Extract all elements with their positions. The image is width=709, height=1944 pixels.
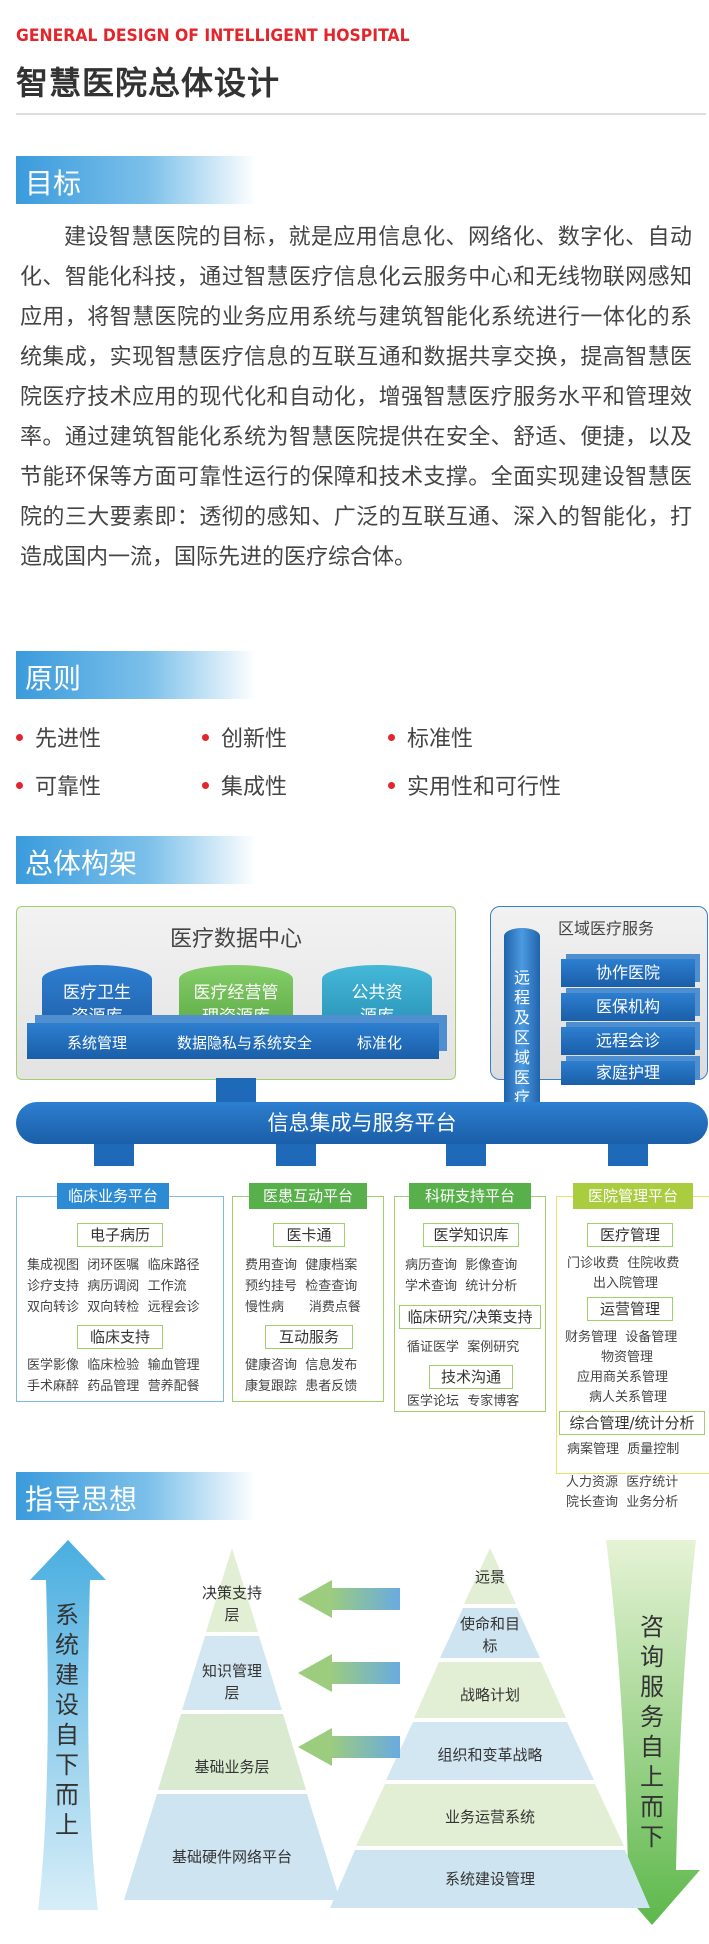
bullet-dot-icon [202,733,209,741]
connector [446,1144,486,1166]
section-architecture-title: 总体构架 [25,847,138,880]
left-level-label: 知识管理层 [201,1662,262,1702]
link-arrow-icon [298,1580,400,1618]
platform-hospital-management: 医院管理平台 医疗管理 门诊收费 住院收费 出入院管理 运营管理 财务管理 设备… [556,1183,709,1474]
tech-communication-subtitle: 技术沟通 [429,1365,513,1389]
regional-item: 医保机构 [561,993,695,1021]
platform-research-title: 科研支持平台 [409,1183,531,1209]
medical-card-subtitle: 医卡通 [273,1223,345,1247]
top-down-label: 咨询服务自上而下 [640,1613,664,1851]
connector [216,1078,256,1104]
page-title: 智慧医院总体设计 [16,64,281,102]
section-architecture-heading: 总体构架 [16,836,256,884]
right-level-label: 远景 [474,1568,505,1586]
right-level-label: 业务运营系统 [444,1808,535,1826]
principle-item: 创新性 [202,721,287,753]
pillar-label: 远程及区域医疗 [513,968,530,1107]
section-goal-heading: 目标 [16,156,256,204]
principle-item: 可靠性 [16,769,101,801]
section-principle-title: 原则 [25,662,82,695]
connector [608,1144,648,1166]
knowledge-base-subtitle: 医学知识库 [423,1223,519,1247]
bottom-up-label: 系统建设自下而上 [55,1601,79,1839]
interactive-service-subtitle: 互动服务 [265,1325,353,1349]
header-divider [16,113,706,115]
bar-standardization: 标准化 [357,1034,403,1052]
platform-patient-title: 医患互动平台 [249,1183,367,1209]
left-level-label: 决策支持层 [201,1584,262,1624]
bullet-dot-icon [388,733,395,741]
remote-regional-pillar: 远程及区域医疗 [504,928,540,1118]
bullet-dot-icon [388,781,395,789]
left-level-label: 基础硬件网络平台 [171,1848,292,1866]
platform-research: 科研支持平台 医学知识库 病历查询 影像查询 学术查询 统计分析 临床研究/决策… [394,1183,546,1412]
connector [276,1144,316,1166]
bullet-dot-icon [16,733,23,741]
right-level-label: 战略计划 [459,1686,520,1704]
principle-item: 先进性 [16,721,101,753]
regional-title: 区域医疗服务 [557,919,654,938]
bottom-up-arrow-icon [30,1540,106,1910]
bullet-dot-icon [202,781,209,789]
clinical-support-subtitle: 临床支持 [77,1325,163,1349]
data-center-base-bar: 系统管理 数据隐私与系统安全 标准化 [27,1023,439,1059]
regional-item: 家庭护理 [561,1061,695,1085]
regional-item: 远程会诊 [561,1027,695,1055]
top-down-arrow-icon [604,1540,700,1925]
platform-management-title: 医院管理平台 [573,1183,693,1209]
platform-clinical-title: 临床业务平台 [57,1183,169,1209]
link-arrow-icon [298,1654,400,1692]
emr-subtitle: 电子病历 [77,1223,163,1247]
left-level-label: 基础业务层 [194,1758,270,1776]
goal-paragraph: 建设智慧医院的目标，就是应用信息化、网络化、数字化、自动化、智能化科技，通过智慧… [20,225,692,570]
medical-management-subtitle: 医疗管理 [587,1223,673,1247]
clinical-research-subtitle: 临床研究/决策支持 [399,1305,541,1329]
header-english-title: GENERAL DESIGN OF INTELLIGENT HOSPITAL [16,26,410,46]
bar-system-management: 系统管理 [67,1034,128,1052]
section-guide-title: 指导思想 [25,1483,138,1516]
operation-management-subtitle: 运营管理 [587,1297,673,1321]
regional-medical-services: 区域医疗服务 协作医院 医保机构 远程会诊 家庭护理 [490,906,708,1085]
principle-item: 实用性和可行性 [388,769,561,801]
comprehensive-management-subtitle: 综合管理/统计分析 [559,1411,705,1435]
connector [94,1144,134,1166]
regional-item: 协作医院 [561,959,695,987]
medical-data-center: 医疗数据中心 医疗卫生资源库 医疗经营管理资源库 公共资源库 系统管理 数据隐私… [16,906,456,1080]
data-center-title: 医疗数据中心 [169,927,302,952]
platform-patient-interaction: 医患互动平台 医卡通 费用查询 健康档案 预约挂号 检查查询 慢性病 消费点餐 … [232,1183,384,1402]
right-level-label: 使命和目标 [459,1615,520,1655]
bullet-dot-icon [16,781,23,789]
platform-clinical: 临床业务平台 电子病历 集成视图 闭环医嘱 临床路径 诊疗支持 病历调阅 工作流… [16,1183,224,1402]
principle-item: 集成性 [202,769,287,801]
link-arrow-icon [298,1728,400,1766]
section-goal-title: 目标 [25,167,82,200]
right-level-label: 系统建设管理 [444,1870,535,1888]
section-principle-heading: 原则 [16,651,256,699]
bar-privacy-security: 数据隐私与系统安全 [177,1034,313,1052]
principle-item: 标准性 [388,721,473,753]
guide-diagram [30,1540,700,1925]
right-level-label: 组织和变革战略 [437,1746,543,1764]
info-integration-platform: 信息集成与服务平台 [16,1102,708,1144]
section-guide-heading: 指导思想 [16,1472,256,1520]
